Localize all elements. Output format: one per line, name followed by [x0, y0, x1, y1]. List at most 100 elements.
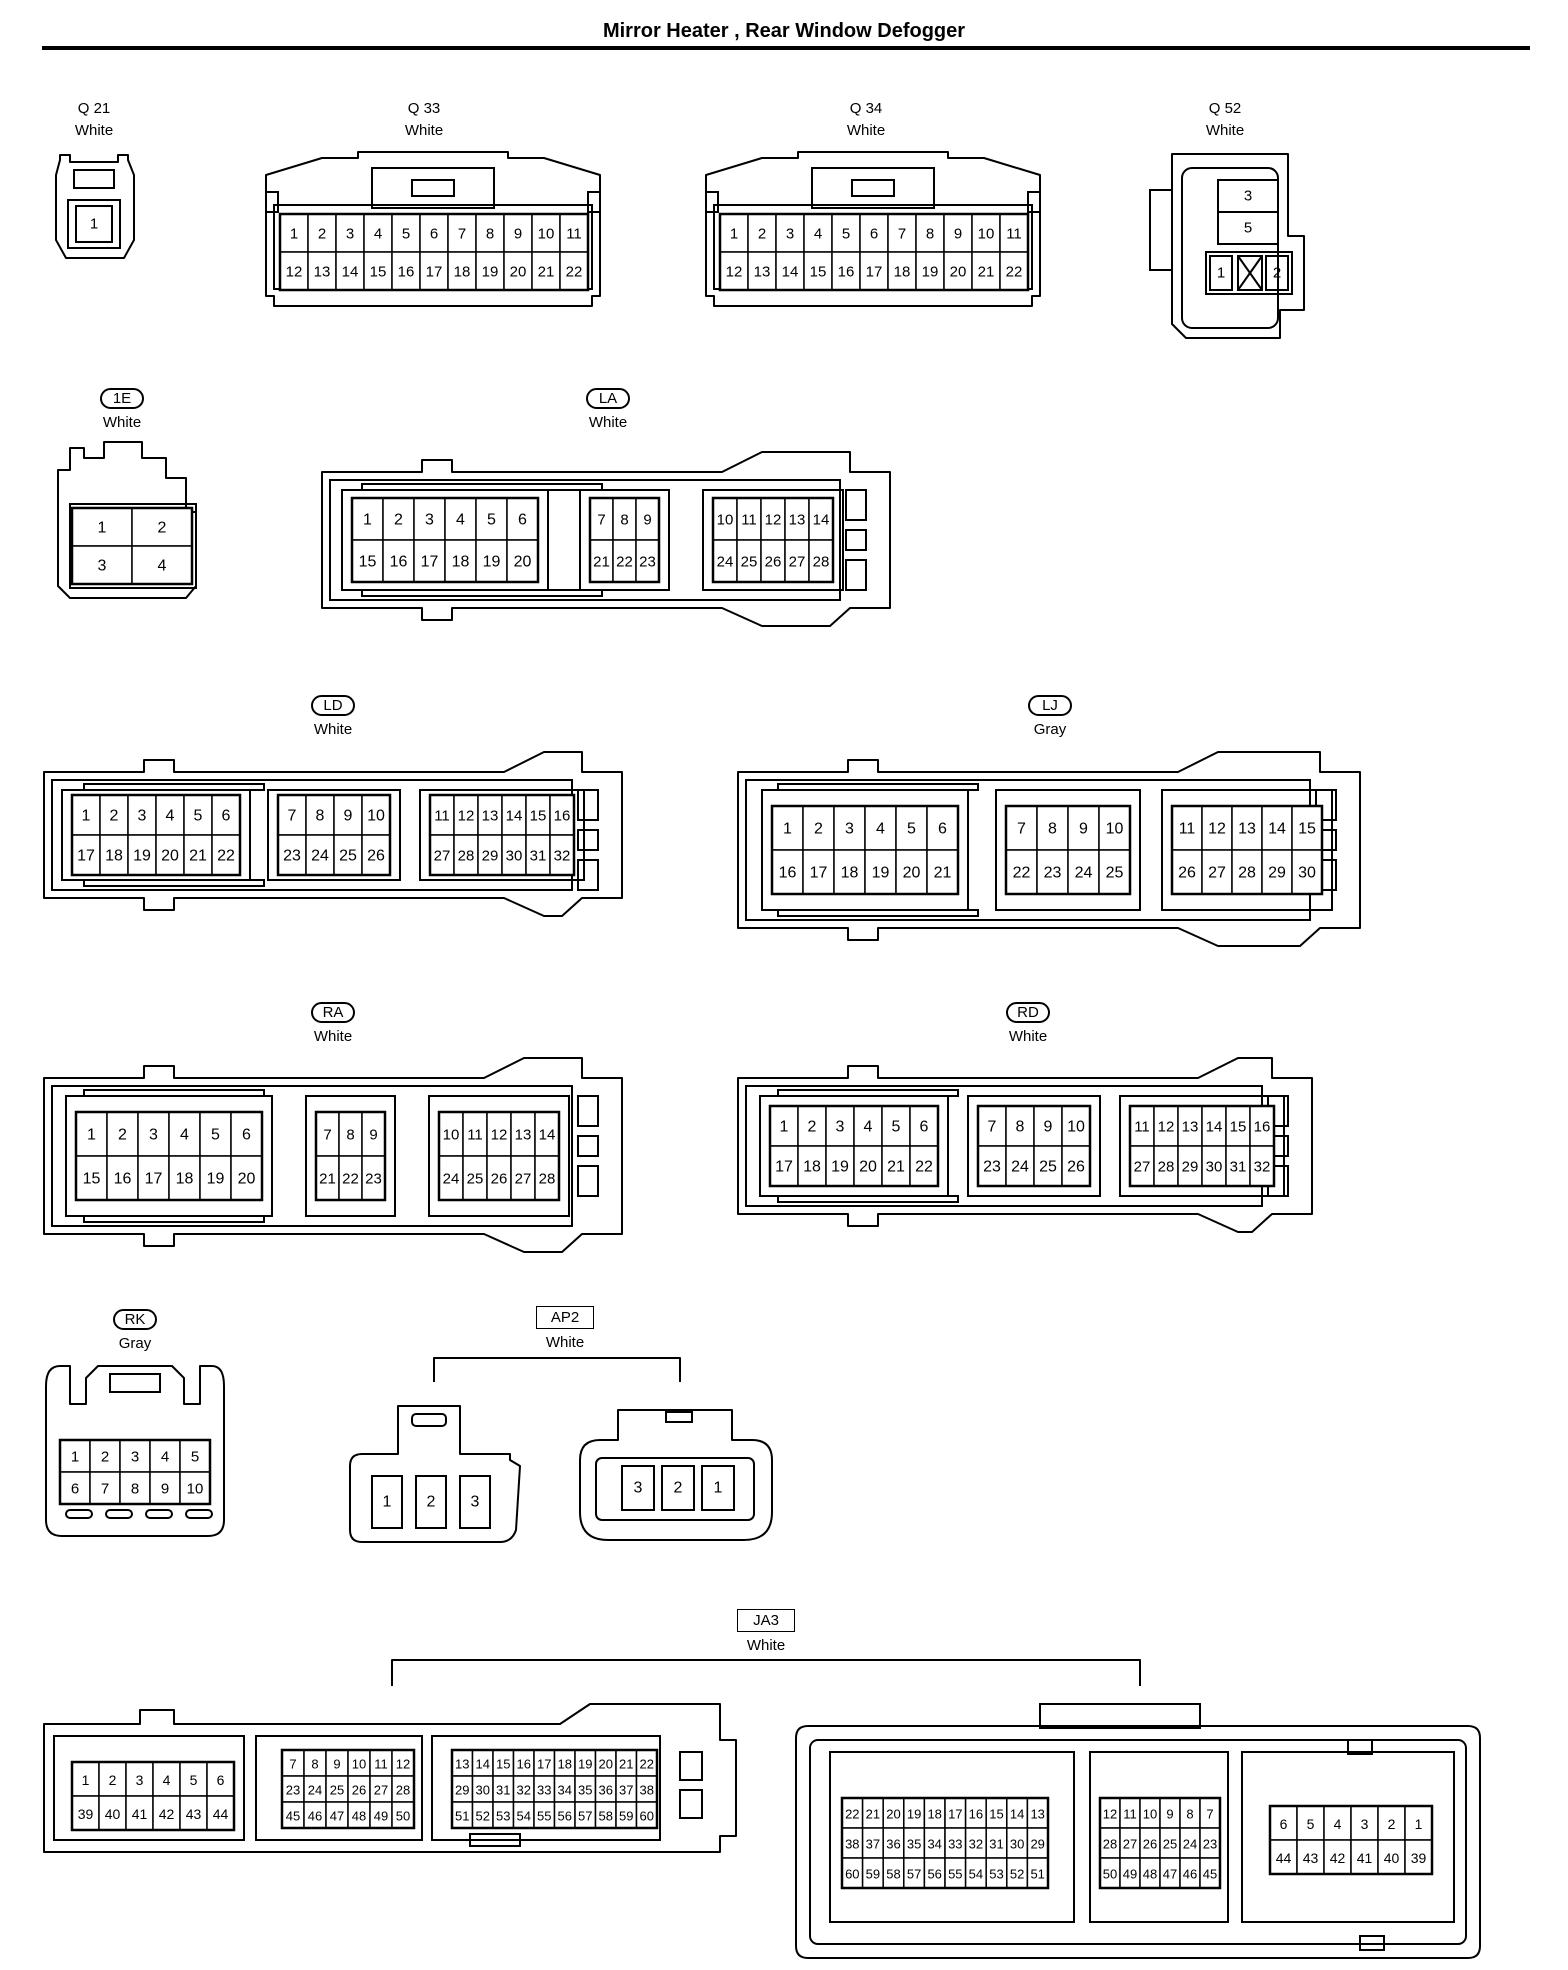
pin-cell [137, 1155, 170, 1201]
pin-number: 11 [467, 1127, 483, 1144]
pin-number: 1 [290, 226, 298, 243]
pin-number: 41 [132, 1806, 148, 1822]
outline [829, 1751, 1075, 1923]
pin-cell [909, 1105, 939, 1147]
pin-cell [501, 834, 527, 876]
outline [587, 191, 601, 213]
pin-number: 20 [514, 554, 532, 571]
pin-number: 55 [948, 1867, 962, 1882]
pin-number: 15 [530, 808, 547, 825]
pin-block [280, 1748, 416, 1830]
outline [737, 1057, 1313, 1233]
connector-color: White [545, 1334, 585, 1351]
pin-number: 34 [558, 1783, 572, 1798]
pin-cell [525, 794, 551, 836]
pin-number: 28 [1103, 1837, 1117, 1852]
outline [621, 1465, 655, 1511]
pin-block [428, 793, 576, 877]
pin-cell [59, 1439, 91, 1473]
outline [579, 489, 670, 591]
pin-number: 23 [639, 554, 656, 571]
outline [411, 1413, 447, 1427]
pin-number: 25 [330, 1783, 344, 1798]
pin-number: 45 [1203, 1867, 1217, 1882]
pin-number: 24 [1183, 1837, 1197, 1852]
outline [845, 559, 867, 591]
outline [577, 1165, 599, 1197]
pin-number: 35 [578, 1783, 592, 1798]
pin-number: 19 [133, 848, 151, 865]
pin-number: 10 [978, 226, 995, 243]
pin-block [718, 212, 1030, 292]
pin-number: 3 [836, 1119, 845, 1136]
pin-number: 6 [71, 1481, 79, 1498]
pin-number: 29 [455, 1783, 469, 1798]
outline [811, 167, 935, 209]
connector-id: LJ [1028, 695, 1072, 716]
pin-number: 21 [887, 1159, 905, 1176]
pin-number: 47 [1163, 1867, 1177, 1882]
pin-number: 8 [1048, 821, 1057, 838]
pin-number: 21 [319, 1171, 336, 1188]
pin-number: 52 [476, 1809, 490, 1824]
connector-color: White [74, 122, 114, 139]
pin-number: 9 [333, 1757, 340, 1772]
pin-number: 19 [483, 554, 501, 571]
pin-number: 51 [1030, 1867, 1044, 1882]
pin-number: 16 [969, 1807, 983, 1822]
pin-number: 50 [1103, 1867, 1117, 1882]
pin-number: 25 [741, 554, 758, 571]
pin-number: 13 [455, 1757, 469, 1772]
connector-id: LA [586, 388, 630, 409]
pin-number: 10 [538, 226, 555, 243]
pin-number: 24 [1075, 865, 1093, 882]
pin-number: 9 [1044, 1119, 1053, 1136]
pin-number: 12 [286, 264, 303, 281]
connector-color: White [102, 414, 142, 431]
pin-number: 14 [782, 264, 799, 281]
pin-cell [1249, 1145, 1275, 1187]
pin-cell [797, 1105, 827, 1147]
connector-id: Q 34 [849, 100, 883, 117]
pin-number: 6 [222, 808, 231, 825]
pin-number: 17 [948, 1807, 962, 1822]
pin-number: 19 [907, 1807, 921, 1822]
pin-number: 17 [426, 264, 443, 281]
pin-block [768, 1104, 940, 1188]
pin-number: 27 [1123, 1837, 1137, 1852]
outline [1119, 1095, 1285, 1197]
pin-number: 19 [831, 1159, 849, 1176]
pin-number: 15 [496, 1757, 510, 1772]
pin-cell [926, 849, 959, 895]
pin-number: 17 [775, 1159, 793, 1176]
pin-number: 5 [194, 808, 203, 825]
pin-number: 3 [786, 226, 794, 243]
pin-number: 9 [514, 226, 522, 243]
pin-cell [1201, 1145, 1227, 1187]
pin-number: 7 [323, 1127, 331, 1144]
pin-number: 27 [434, 848, 451, 865]
outline [415, 1475, 447, 1529]
pin-block [314, 1110, 387, 1202]
pin-number: 2 [1388, 1816, 1396, 1832]
pin-number: 10 [367, 808, 385, 825]
outline [967, 1095, 1101, 1197]
outline [737, 751, 1361, 947]
pin-cell [831, 251, 861, 291]
pin-number: 40 [1384, 1850, 1400, 1866]
pin-number: 2 [101, 1449, 109, 1466]
pin-number: 9 [1166, 1807, 1173, 1822]
pin-number: 20 [599, 1757, 613, 1772]
pin-number: 16 [554, 808, 571, 825]
outline [1039, 1703, 1201, 1729]
pin-cell [833, 849, 866, 895]
pin-number: 54 [517, 1809, 531, 1824]
pin-number: 23 [1044, 865, 1062, 882]
pin-number: 6 [938, 821, 947, 838]
pin-number: 11 [566, 226, 582, 243]
pin-number: 33 [948, 1837, 962, 1852]
pin-number: 41 [1357, 1850, 1373, 1866]
outline [705, 191, 719, 213]
